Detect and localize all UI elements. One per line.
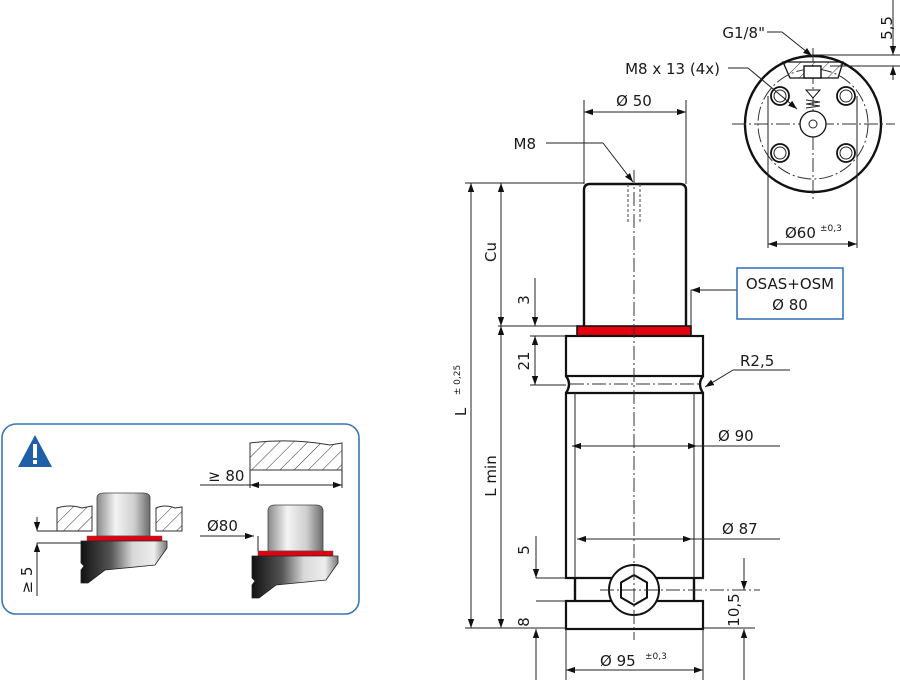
hole-min-width-label: ≥ 80 (208, 467, 244, 485)
body-diameter-label: Ø 90 (718, 427, 754, 445)
warning-triangle-icon (18, 435, 52, 467)
base-diameter-tolerance: ±0,3 (645, 652, 667, 662)
groove (564, 375, 705, 394)
base-height-label: 8 (515, 617, 533, 627)
callout-line1: OSAS+OSM (746, 275, 834, 293)
body-illustration (80, 540, 168, 584)
groove-diameter-label: Ø 87 (722, 520, 758, 538)
side-view: Ø 50 M8 L ± 0,25 Cu L min 3 21 OSA (452, 92, 844, 680)
warning-panel: ≥ 5 ≥ 80 Ø80 (1, 423, 360, 615)
installation-example-right: ≥ 80 Ø80 (200, 440, 343, 599)
port-height-label: 10,5 (725, 593, 743, 626)
seal-diameter-label: Ø80 (207, 517, 238, 535)
center-valve (799, 110, 827, 138)
valve-icon (804, 89, 822, 99)
rod-thread-label: M8 (514, 135, 537, 153)
stroke-label: Cu (482, 242, 500, 262)
rod-diameter-label: Ø 50 (616, 92, 652, 110)
depth-label: 5,5 (878, 16, 896, 40)
port-label: G1/8" (722, 24, 765, 42)
collar-height-label: 21 (515, 351, 533, 370)
bolt-holes (770, 86, 856, 163)
rod-illustration (96, 492, 151, 537)
m8-thread-hole (627, 184, 641, 222)
top-view: G1/8" M8 x 13 (4x) 5,5 Ø60 ±0,3 (625, 0, 900, 248)
seal-gap-label: 3 (515, 295, 533, 305)
port-hole (803, 65, 822, 79)
spring-icon (805, 99, 821, 109)
callout-box (736, 267, 844, 320)
bolt-circle-label: Ø60 (785, 224, 816, 242)
groove-height-label: 5 (515, 545, 533, 555)
base-diameter-label: Ø 95 (600, 652, 636, 670)
radius-label: R2,5 (740, 352, 774, 370)
length-tolerance: ± 0,25 (453, 365, 463, 395)
length-label: L (452, 407, 470, 416)
piston-rod (582, 182, 688, 326)
left-clearance-label: ≥ 5 (18, 567, 36, 594)
min-length-label: L min (482, 455, 500, 496)
body-illustration (251, 555, 339, 599)
thread-label: M8 x 13 (4x) (625, 60, 720, 78)
installation-example-left: ≥ 5 (18, 492, 183, 596)
rod-illustration (267, 504, 324, 552)
callout-line2: Ø 80 (772, 296, 808, 314)
bolt-circle-tolerance: ±0,3 (820, 224, 842, 234)
